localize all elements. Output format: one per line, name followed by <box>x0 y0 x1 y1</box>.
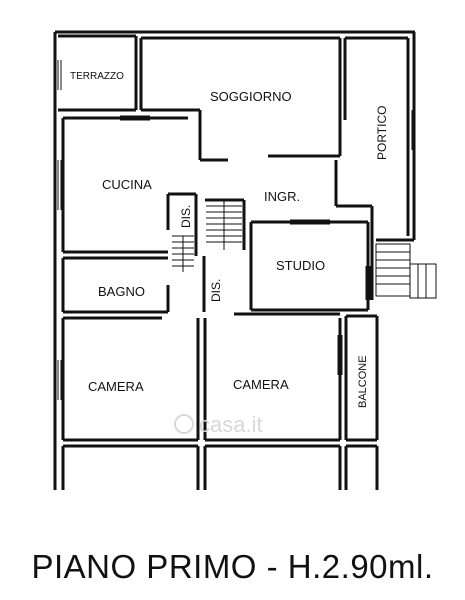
watermark-text: casa.it <box>199 412 263 437</box>
room-label-ingresso: INGR. <box>264 189 300 204</box>
room-label-dis-upper: DIS. <box>179 205 193 228</box>
room-label-camera-right: CAMERA <box>233 377 289 392</box>
room-label-portico: PORTICO <box>375 106 389 160</box>
room-label-soggiorno: SOGGIORNO <box>210 89 292 104</box>
room-label-bagno: BAGNO <box>98 284 145 299</box>
outer-walls <box>53 30 416 490</box>
window-marks <box>57 60 416 400</box>
room-labels: TERRAZZO SOGGIORNO PORTICO CUCINA INGR. … <box>70 71 389 408</box>
room-label-cucina: CUCINA <box>102 177 152 192</box>
external-steps <box>375 243 437 299</box>
room-label-dis-lower: DIS. <box>209 279 223 302</box>
floor-caption: PIANO PRIMO - H.2.90ml. <box>31 548 434 585</box>
stairs <box>172 200 242 272</box>
room-label-balcone: BALCONE <box>357 355 369 408</box>
interior-walls <box>58 34 410 490</box>
room-label-studio: STUDIO <box>276 258 325 273</box>
room-label-terrazzo: TERRAZZO <box>70 71 124 82</box>
room-label-camera-left: CAMERA <box>88 379 144 394</box>
watermark-logo: casa.it <box>174 412 263 437</box>
